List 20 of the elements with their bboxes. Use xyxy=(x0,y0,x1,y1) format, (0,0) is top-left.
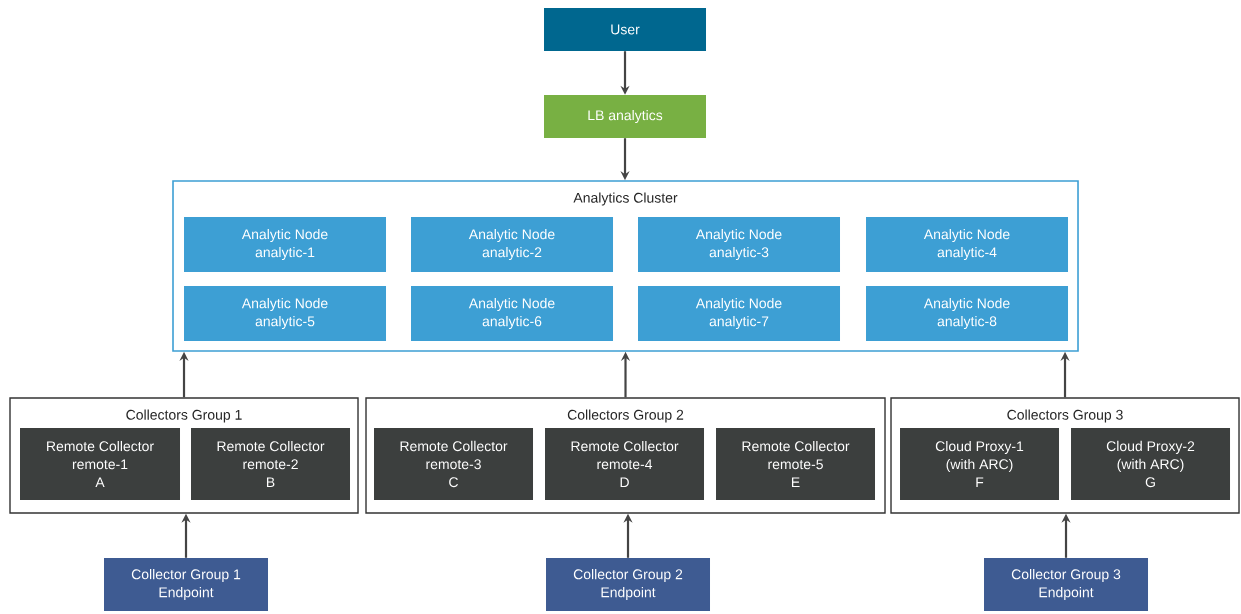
node-box: Analytic Node analytic-1 xyxy=(184,217,386,272)
collector-box: Remote Collector remote-4 D xyxy=(545,428,704,500)
collector-box: Cloud Proxy-1 (with ARC) F xyxy=(900,428,1059,500)
user-box: User xyxy=(544,8,706,51)
node-box: Analytic Node analytic-2 xyxy=(411,217,613,272)
collector-box: Cloud Proxy-2 (with ARC) G xyxy=(1071,428,1230,500)
collector-box: Remote Collector remote-3 C xyxy=(374,428,533,500)
node-box: Analytic Node analytic-6 xyxy=(411,286,613,341)
collector-box: Remote Collector remote-2 B xyxy=(191,428,350,500)
endpoint-box: Collector Group 1 Endpoint xyxy=(104,558,268,611)
endpoint-box: Collector Group 3 Endpoint xyxy=(984,558,1148,611)
node-box: Analytic Node analytic-7 xyxy=(638,286,840,341)
node-box: Analytic Node analytic-3 xyxy=(638,217,840,272)
load-balancer-box: LB analytics xyxy=(544,95,706,138)
endpoint-box: Collector Group 2 Endpoint xyxy=(546,558,710,611)
node-box: Analytic Node analytic-8 xyxy=(866,286,1068,341)
node-box: Analytic Node analytic-4 xyxy=(866,217,1068,272)
collector-box: Remote Collector remote-1 A xyxy=(20,428,180,500)
node-box: Analytic Node analytic-5 xyxy=(184,286,386,341)
collector-box: Remote Collector remote-5 E xyxy=(716,428,875,500)
